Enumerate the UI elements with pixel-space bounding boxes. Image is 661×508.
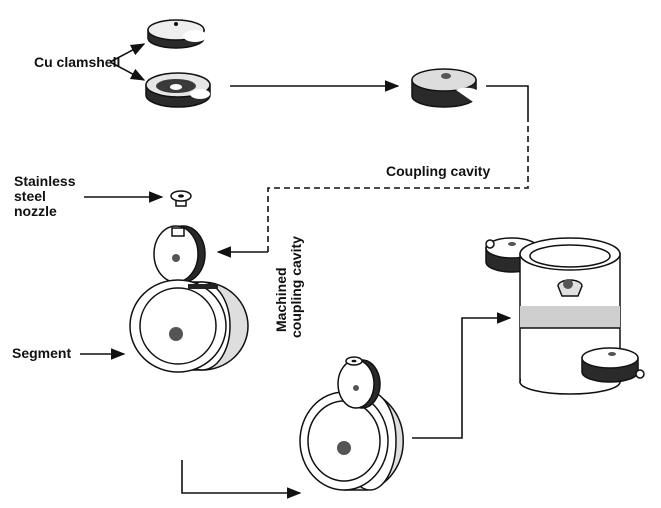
- segment-part: [130, 280, 248, 372]
- clamshell-pointer-bottom: [110, 62, 144, 80]
- stainless-label-line2: steel: [14, 188, 46, 204]
- segment-label: Segment: [12, 345, 71, 361]
- coupling-cavity-dashed-path: [268, 116, 528, 252]
- stainless-label-line1: Stainless: [14, 173, 76, 189]
- coupling-cavity-part: [412, 69, 480, 107]
- coupling-cavity-return-line: [486, 86, 528, 116]
- cu-clamshell-bottom-half: [146, 73, 210, 107]
- flow-arrow-to-final-assembly: [412, 318, 510, 438]
- coupling-cavity-label: Coupling cavity: [386, 163, 490, 179]
- machined-coupling-cavity-part: [154, 226, 205, 282]
- clamshell-pointer-top: [110, 44, 144, 62]
- machined-label-line1: Machined: [273, 267, 289, 332]
- stainless-label-line3: nozzle: [14, 203, 57, 219]
- machined-label-line2: coupling cavity: [288, 236, 304, 338]
- cu-clamshell-top-half: [148, 20, 207, 48]
- stainless-steel-nozzle: [171, 191, 191, 206]
- final-cylinder-assembly: [486, 238, 644, 394]
- flow-arrow-to-bottom-assembly: [182, 460, 300, 493]
- cu-clamshell-label: Cu clamshell: [34, 54, 120, 70]
- segment-with-coupling-assembly: [300, 357, 403, 490]
